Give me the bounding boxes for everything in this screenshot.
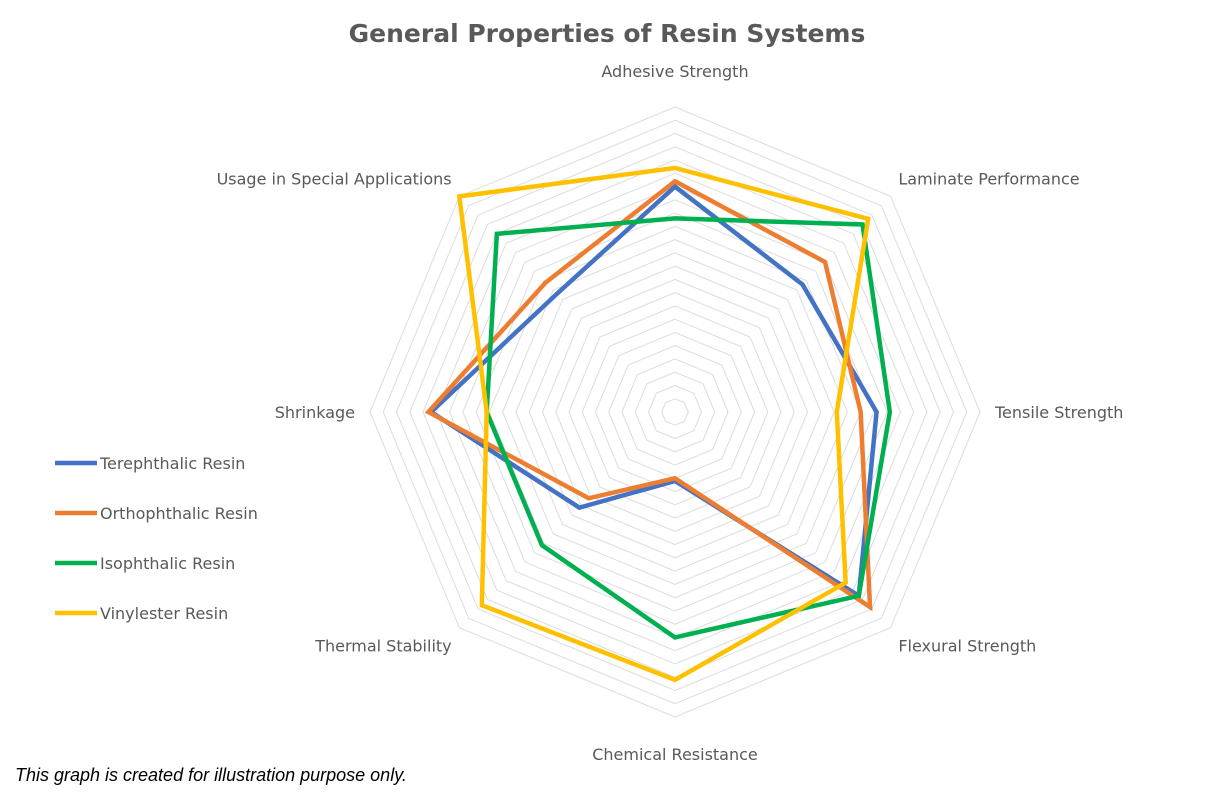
grid-ring [502,239,848,585]
grid-ring [449,186,901,638]
series-line-isophthalic-resin [484,216,893,640]
legend-label: Orthophthalic Resin [100,504,258,523]
grid-ring [528,265,822,559]
grid-ring [647,384,703,440]
grid-ring [382,119,968,705]
grid-ring [395,132,955,692]
axis-label: Shrinkage [275,403,355,422]
grid-ring [621,358,729,466]
series-line-orthophthalic-resin [424,178,873,612]
axis-label: Tensile Strength [994,403,1123,422]
footnote: This graph is created for illustration p… [15,765,407,785]
chart-title: General Properties of Resin Systems [349,19,866,48]
grid-ring [594,331,756,493]
grid-ring [475,212,875,612]
grid-ring [634,371,716,453]
grid-ring [581,318,769,506]
axis-label: Usage in Special Applications [217,170,452,189]
grid-ring [541,278,809,546]
legend-label: Vinylester Resin [100,604,228,623]
legend-label: Isophthalic Resin [100,554,235,573]
grid-ring [568,305,782,519]
legend-label: Terephthalic Resin [99,454,245,473]
grid-ring [515,252,835,572]
axis-label: Chemical Resistance [592,745,758,764]
grid-ring [661,398,689,426]
grid-ring [608,345,742,479]
grid-ring [369,106,981,718]
grid-ring [435,172,915,652]
series-layer [424,165,893,683]
axis-label: Laminate Performance [898,170,1079,189]
grid-ring [462,199,888,625]
axis-label: Flexural Strength [898,636,1036,655]
series-line-vinylester-resin [456,165,871,683]
axis-label: Adhesive Strength [601,62,748,81]
grid-ring [409,146,941,678]
axis-label: Thermal Stability [314,636,451,655]
grid-ring [555,292,795,532]
